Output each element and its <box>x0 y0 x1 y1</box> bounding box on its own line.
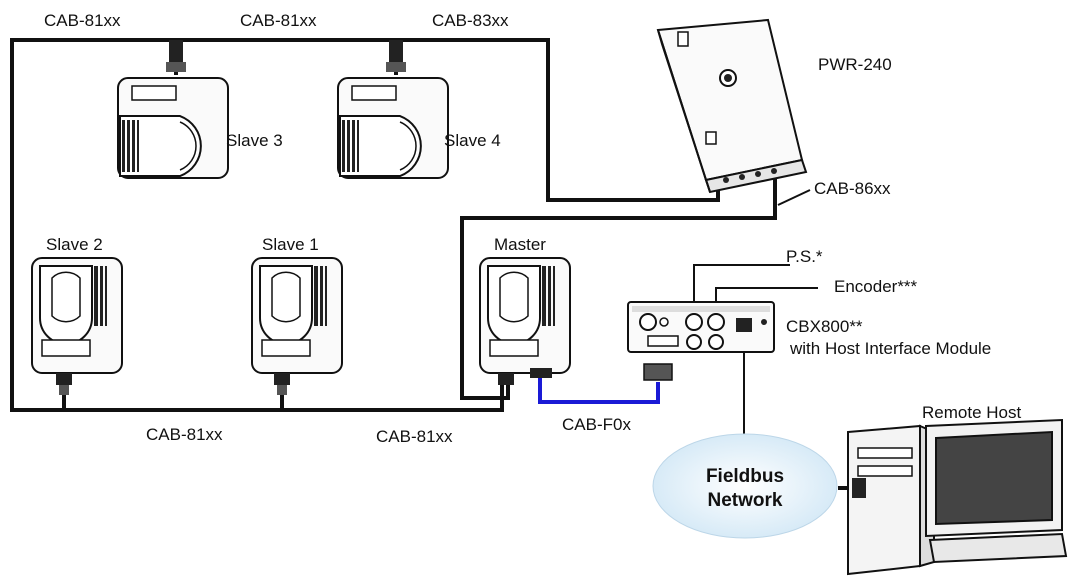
remote-host-computer <box>847 418 1068 576</box>
scanner-slave4 <box>337 77 449 179</box>
label-cbx800-sub: with Host Interface Module <box>789 339 991 358</box>
label-master: Master <box>494 235 546 254</box>
label-cab-f0x: CAB-F0x <box>562 415 631 434</box>
label-cab-86xx: CAB-86xx <box>814 179 891 198</box>
label-cab-top-1: CAB-81xx <box>44 11 121 30</box>
label-cbx800: CBX800** <box>786 317 863 336</box>
connector-slave2 <box>56 373 72 395</box>
label-cab-bottom-1: CAB-81xx <box>146 425 223 444</box>
label-slave4: Slave 4 <box>444 131 501 150</box>
wire-ps <box>693 264 790 312</box>
label-slave1: Slave 1 <box>262 235 319 254</box>
connector-master-serial <box>530 368 552 378</box>
cable-top-segment <box>168 38 720 202</box>
scanner-master <box>479 257 571 374</box>
label-fieldbus: Fieldbus <box>706 466 784 487</box>
cable-cab-86xx-tail <box>777 189 811 206</box>
cable-cab-86xx <box>460 172 777 400</box>
connector-master-bus <box>498 373 514 385</box>
cbx800-module <box>627 301 775 381</box>
scanner-slave2 <box>31 257 123 374</box>
label-ps: P.S.* <box>786 247 823 266</box>
scanner-slave1 <box>251 257 343 374</box>
cable-cab-f0x <box>538 378 660 404</box>
label-slave2: Slave 2 <box>46 235 103 254</box>
label-slave3: Slave 3 <box>226 131 283 150</box>
label-cab-bottom-2: CAB-81xx <box>376 427 453 446</box>
label-network: Network <box>708 490 783 511</box>
label-remote-host: Remote Host <box>922 403 1021 422</box>
label-pwr240: PWR-240 <box>818 55 892 74</box>
connector-slave1 <box>274 373 290 395</box>
fieldbus-cloud <box>652 433 838 539</box>
label-encoder: Encoder*** <box>834 277 918 296</box>
cable-top-loop <box>10 38 504 412</box>
connector-slave3 <box>166 40 186 72</box>
label-cab-top-3: CAB-83xx <box>432 11 509 30</box>
power-supply-pwr240 <box>656 18 808 194</box>
connector-slave4 <box>386 40 406 72</box>
scanner-slave3 <box>117 77 229 179</box>
label-cab-top-2: CAB-81xx <box>240 11 317 30</box>
